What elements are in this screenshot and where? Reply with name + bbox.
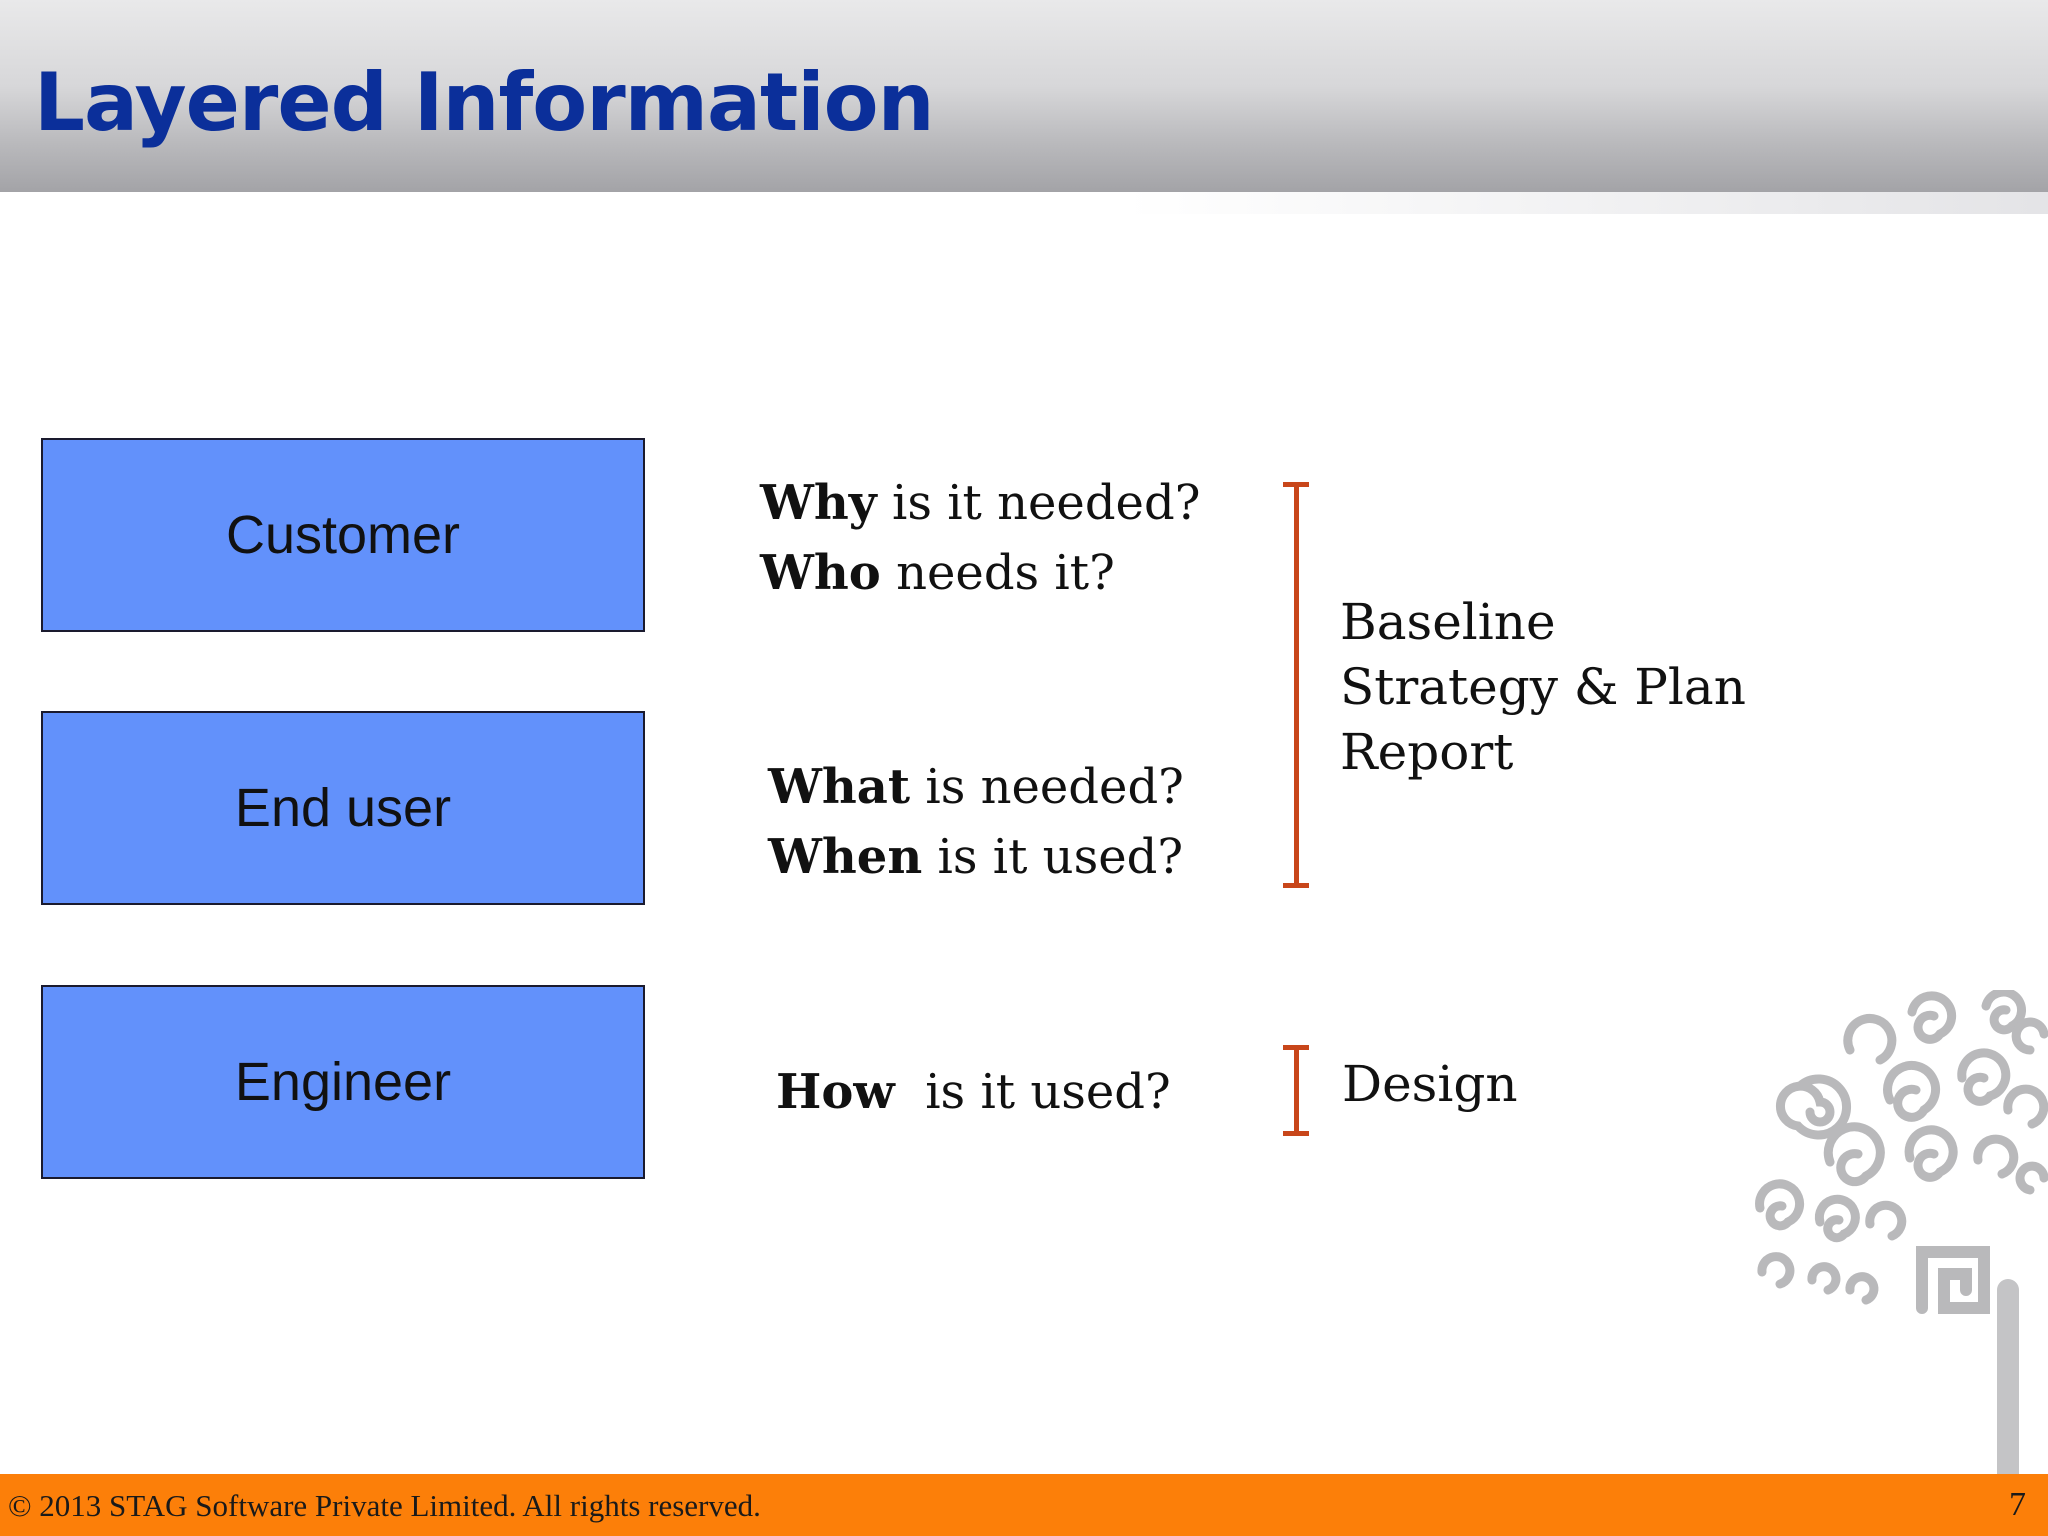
artifacts-lower: Design xyxy=(1342,1052,1518,1117)
copyright-text: © 2013 STAG Software Private Limited. Al… xyxy=(8,1488,761,1523)
slide-title: Layered Information xyxy=(34,56,935,149)
bracket-lower xyxy=(1283,1045,1309,1136)
questions-customer: Why is it needed? Who needs it? xyxy=(760,468,1200,608)
swirl-tree-decoration xyxy=(1755,990,2048,1474)
questions-engineer: How is it used? xyxy=(776,1057,1171,1127)
artifact-design: Design xyxy=(1342,1055,1518,1113)
question-why: Why is it needed? xyxy=(760,475,1201,531)
role-box-customer: Customer xyxy=(41,438,645,632)
artifact-baseline: Baseline xyxy=(1340,593,1556,651)
question-who: Who needs it? xyxy=(760,545,1115,601)
footer-bar: © 2013 STAG Software Private Limited. Al… xyxy=(0,1474,2048,1536)
artifacts-upper: Baseline Strategy & Plan Report xyxy=(1340,590,1746,785)
question-what: What is needed? xyxy=(768,759,1184,815)
role-box-engineer: Engineer xyxy=(41,985,645,1179)
artifact-strategy-plan: Strategy & Plan xyxy=(1340,658,1746,716)
bracket-upper xyxy=(1283,482,1309,888)
header-band xyxy=(0,0,2048,192)
header-shadow xyxy=(0,192,2048,214)
role-box-end-user: End user xyxy=(41,711,645,905)
question-how: How is it used? xyxy=(776,1064,1171,1120)
artifact-report: Report xyxy=(1340,723,1514,781)
questions-end-user: What is needed? When is it used? xyxy=(768,752,1184,892)
question-when: When is it used? xyxy=(768,829,1184,885)
page-number: 7 xyxy=(2009,1486,2026,1523)
